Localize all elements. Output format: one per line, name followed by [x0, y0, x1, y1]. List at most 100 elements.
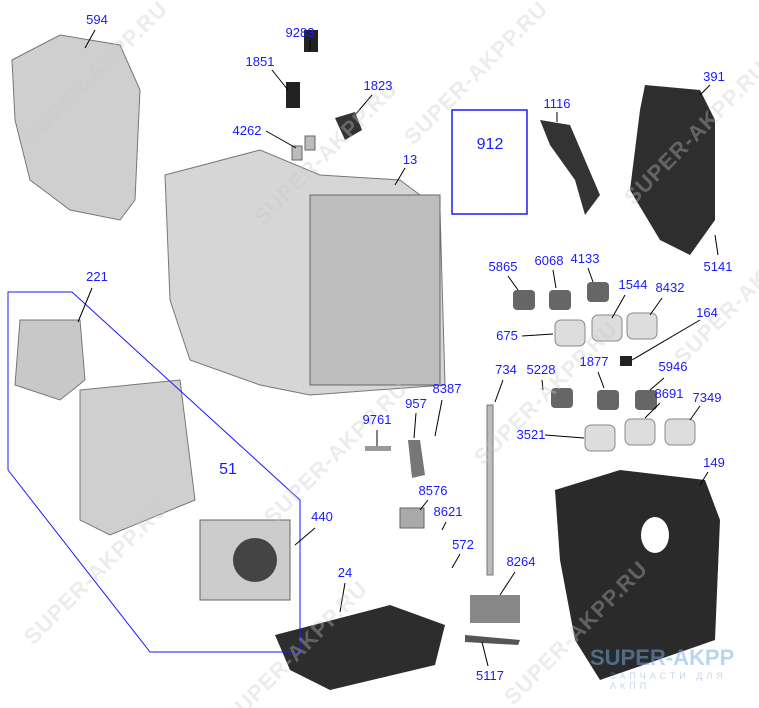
part-149	[555, 470, 720, 680]
callout-391: 391	[703, 69, 725, 84]
callout-1544: 1544	[618, 277, 648, 292]
part-13-valve-face	[309, 194, 441, 386]
callout-594: 594	[86, 12, 108, 27]
part-1116	[540, 120, 600, 215]
callout-7349: 7349	[692, 390, 722, 405]
callout-1877: 1877	[579, 354, 609, 369]
leader-line-594	[84, 29, 96, 49]
leader-line-221	[77, 287, 93, 323]
callout-440: 440	[311, 509, 333, 524]
part-8576	[399, 507, 425, 529]
leader-line-1877	[597, 371, 605, 389]
spring-5	[635, 390, 657, 410]
leader-line-734	[494, 379, 504, 403]
callout-8387: 8387	[432, 381, 462, 396]
callout-1823: 1823	[363, 78, 393, 93]
callout-572: 572	[452, 537, 474, 552]
callout-3521: 3521	[516, 427, 546, 442]
leader-line-8576	[419, 499, 429, 511]
callout-957: 957	[405, 396, 427, 411]
part-9761	[365, 446, 391, 451]
leader-line-675	[521, 333, 554, 337]
spring-1	[549, 290, 571, 310]
part-1851	[286, 82, 300, 108]
leader-line-8264	[499, 571, 516, 596]
part-734	[486, 404, 494, 576]
leader-line-572	[451, 553, 461, 569]
leader-line-5141	[714, 234, 719, 256]
part-440-connector	[233, 538, 277, 582]
leader-line-1823	[354, 94, 373, 116]
leader-line-4262	[265, 130, 297, 149]
group-51-border	[7, 291, 301, 653]
part-957	[408, 440, 425, 478]
callout-24: 24	[337, 565, 353, 580]
callout-8264: 8264	[506, 554, 536, 569]
part-9283	[304, 30, 318, 52]
leader-line-6068	[552, 269, 557, 289]
part-149-hole	[641, 517, 669, 553]
leader-line-440	[294, 527, 316, 546]
leader-line-8432	[649, 297, 663, 316]
callout-8576: 8576	[418, 483, 448, 498]
leader-line-957	[413, 412, 417, 439]
part-24	[275, 605, 445, 690]
callout-13: 13	[402, 152, 418, 167]
leader-line-5228	[541, 379, 544, 391]
logo-subtitle: ЗАПЧАСТИ ДЛЯ АКПП	[610, 671, 727, 691]
callout-5865: 5865	[488, 259, 518, 274]
leader-line-24	[339, 582, 346, 613]
leader-line-13	[394, 167, 406, 186]
leader-line-4133	[587, 267, 594, 283]
leader-line-3521	[544, 434, 585, 439]
callout-4133: 4133	[570, 251, 600, 266]
piston-0	[554, 319, 586, 347]
part-8264	[470, 595, 520, 623]
leader-line-391	[699, 84, 711, 96]
part-51	[79, 379, 196, 536]
callout-149: 149	[703, 455, 725, 470]
part-4262b	[304, 135, 316, 151]
callout-5141: 5141	[703, 259, 733, 274]
part-912-box	[451, 109, 528, 215]
leader-line-149	[699, 471, 709, 486]
logo-title: SUPER-AKPP	[590, 645, 735, 670]
callout-164: 164	[696, 305, 718, 320]
leader-line-5117	[481, 641, 489, 667]
spring-3	[551, 388, 573, 408]
callout-5946: 5946	[658, 359, 688, 374]
piston-3	[584, 424, 616, 452]
callout-1116: 1116	[543, 96, 571, 111]
callout-6068: 6068	[534, 253, 564, 268]
leader-line-8387	[434, 399, 443, 437]
callout-9761: 9761	[362, 412, 392, 427]
callout-221: 221	[86, 269, 108, 284]
leader-line-1851	[271, 69, 289, 91]
part-391	[630, 85, 715, 255]
logo: SUPER-AKPP ЗАПЧАСТИ ДЛЯ АКПП	[590, 645, 759, 691]
part-1823	[335, 112, 362, 140]
leader-line-5946	[649, 377, 665, 391]
leader-line-7349	[689, 405, 701, 421]
part-164	[620, 356, 632, 366]
piston-1	[591, 314, 623, 342]
piston-4	[624, 418, 656, 446]
callout-51: 51	[219, 461, 237, 478]
callout-4262: 4262	[232, 123, 262, 138]
spring-4	[597, 390, 619, 410]
leader-line-8691	[644, 402, 661, 419]
callout-8432: 8432	[655, 280, 685, 295]
part-5117	[465, 635, 520, 645]
callout-5228: 5228	[526, 362, 556, 377]
leader-line-1544	[611, 294, 626, 319]
callout-8691: 8691	[654, 386, 684, 401]
callout-912: 912	[476, 136, 504, 153]
spring-0	[513, 290, 535, 310]
callout-1851: 1851	[245, 54, 275, 69]
callout-9283: 9283	[285, 25, 315, 40]
part-4262a	[291, 145, 303, 161]
spring-2	[587, 282, 609, 302]
leader-line-164	[631, 319, 701, 361]
